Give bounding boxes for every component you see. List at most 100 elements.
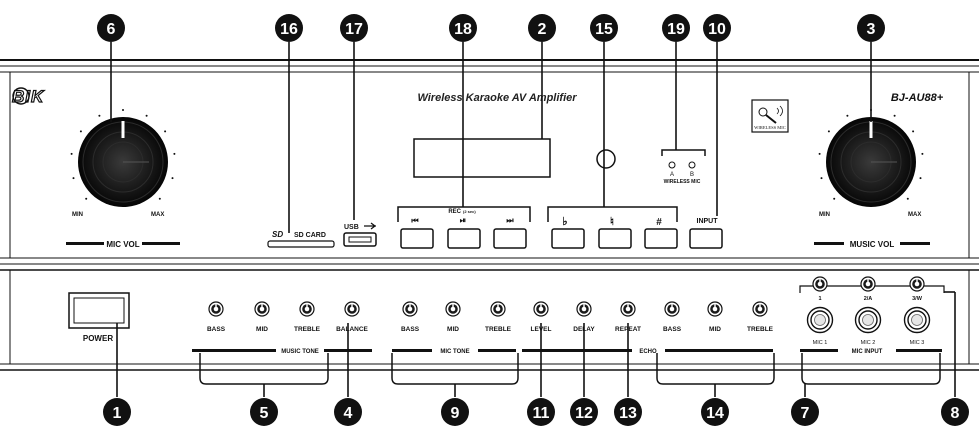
sd-card-slot[interactable]: S⁠D SD CARD: [267, 230, 335, 248]
chassis: [0, 59, 979, 371]
mic-jack[interactable]: [806, 306, 834, 334]
device-title: Wireless Karaoke AV Amplifier: [417, 92, 577, 104]
wireless-mic-indicators: A B WIRELESS MIC: [661, 149, 706, 185]
key-sharp-button[interactable]: [644, 228, 678, 249]
scale-tick: [818, 152, 821, 155]
mic-tone-group: MIC TONE: [391, 349, 519, 385]
key-natural-icon: ♮: [610, 216, 614, 228]
wireless-mic-badge-label: WIRELESS MIC: [754, 125, 786, 130]
callout-badge: [941, 398, 969, 426]
music-vol-label: MUSIC VOL: [850, 240, 895, 249]
scale-tick: [919, 177, 922, 180]
scale-tick: [72, 177, 75, 180]
input-button[interactable]: [689, 228, 723, 249]
music-tone-group: MUSIC TONE: [192, 349, 372, 385]
tone-knob[interactable]: [299, 301, 315, 317]
tone-knob-label: TREBLE: [485, 326, 512, 333]
mic-channel-knob[interactable]: [860, 276, 876, 292]
usb-port[interactable]: USB: [343, 222, 377, 247]
key-natural-button[interactable]: [598, 228, 632, 249]
scale-tick: [921, 152, 924, 155]
mic-jack[interactable]: [903, 306, 931, 334]
mic-vol-bar-right: [142, 242, 180, 245]
wireless-mic-label: WIRELESS MIC: [664, 179, 701, 185]
callout-number: 2: [538, 21, 547, 38]
mic-jack-label: MIC 1: [813, 340, 828, 346]
key-bracket: [547, 206, 678, 222]
callout-number: 4: [344, 405, 353, 422]
callout-number: 16: [280, 21, 298, 38]
callout-badge: [340, 14, 368, 42]
scale-tick: [893, 114, 896, 117]
tone-knob[interactable]: [445, 301, 461, 317]
tone-knob-label: TREBLE: [294, 326, 321, 333]
mic-channel-knob[interactable]: [812, 276, 828, 292]
rec-bracket: [397, 206, 531, 222]
callout-number: 12: [575, 405, 593, 422]
mic-vol-knob[interactable]: [78, 117, 168, 207]
callout-leaders: [110, 42, 956, 397]
mic-vol-label: MIC VOL: [106, 240, 139, 249]
echo-label: ECHO: [639, 349, 657, 355]
scale-tick: [833, 197, 836, 200]
callout-number: 8: [951, 405, 960, 422]
next-button[interactable]: [493, 228, 527, 249]
mic-channel-label: 2/A: [864, 296, 873, 302]
ir-receiver-window: [596, 149, 616, 169]
callout-badge: [528, 14, 556, 42]
callout-badge: [701, 398, 729, 426]
model-number: BJ-AU88+: [891, 92, 944, 104]
music-vol-bar-left: [814, 242, 844, 245]
callout-badge: [527, 398, 555, 426]
callout-badge: [590, 14, 618, 42]
sd-logo-icon: S⁠D: [272, 230, 283, 239]
music-vol-knob[interactable]: [826, 117, 916, 207]
callout-badge: [570, 398, 598, 426]
key-flat-button[interactable]: [551, 228, 585, 249]
tone-knob[interactable]: [402, 301, 418, 317]
callout-number: 5: [260, 405, 269, 422]
callout-badge: [857, 14, 885, 42]
tone-knob[interactable]: [576, 301, 592, 317]
mic-input-label: MIC INPUT: [852, 349, 883, 355]
scale-tick: [173, 152, 176, 155]
tone-knob[interactable]: [344, 301, 360, 317]
prev-button[interactable]: [400, 228, 434, 249]
music-vol-min: MIN: [819, 212, 830, 218]
callout-number: 18: [454, 21, 472, 38]
callout-badge: [791, 398, 819, 426]
scale-tick: [846, 114, 849, 117]
tone-knob[interactable]: [707, 301, 723, 317]
tone-knob[interactable]: [533, 301, 549, 317]
power-switch[interactable]: [68, 292, 130, 329]
callout-number: 14: [706, 405, 724, 422]
mic-channel-knob[interactable]: [909, 276, 925, 292]
tone-knob-label: BASS: [207, 326, 226, 333]
tone-knob[interactable]: [620, 301, 636, 317]
scale-tick: [85, 197, 88, 200]
tone-knob[interactable]: [664, 301, 680, 317]
input-label: INPUT: [697, 218, 719, 225]
tone-knob[interactable]: [490, 301, 506, 317]
rec-label: REC(2 sec): [448, 209, 476, 215]
play-pause-button[interactable]: [447, 228, 481, 249]
mic-channel-label: 3/W: [912, 296, 923, 302]
tone-knob-label: MID: [256, 326, 268, 333]
tone-knob[interactable]: [254, 301, 270, 317]
echo-group: ECHO: [522, 349, 775, 385]
callout-badge: [97, 14, 125, 42]
scale-tick: [906, 197, 909, 200]
tone-knob[interactable]: [752, 301, 768, 317]
callout-number: 1: [113, 405, 122, 422]
mic-jack[interactable]: [854, 306, 882, 334]
tone-knob[interactable]: [208, 301, 224, 317]
wireless-b-label: B: [690, 172, 694, 178]
mic-jack-label: MIC 3: [910, 340, 925, 346]
scale-tick: [164, 130, 167, 133]
music-vol-max: MAX: [908, 212, 921, 218]
tone-knob-label: MID: [447, 326, 459, 333]
